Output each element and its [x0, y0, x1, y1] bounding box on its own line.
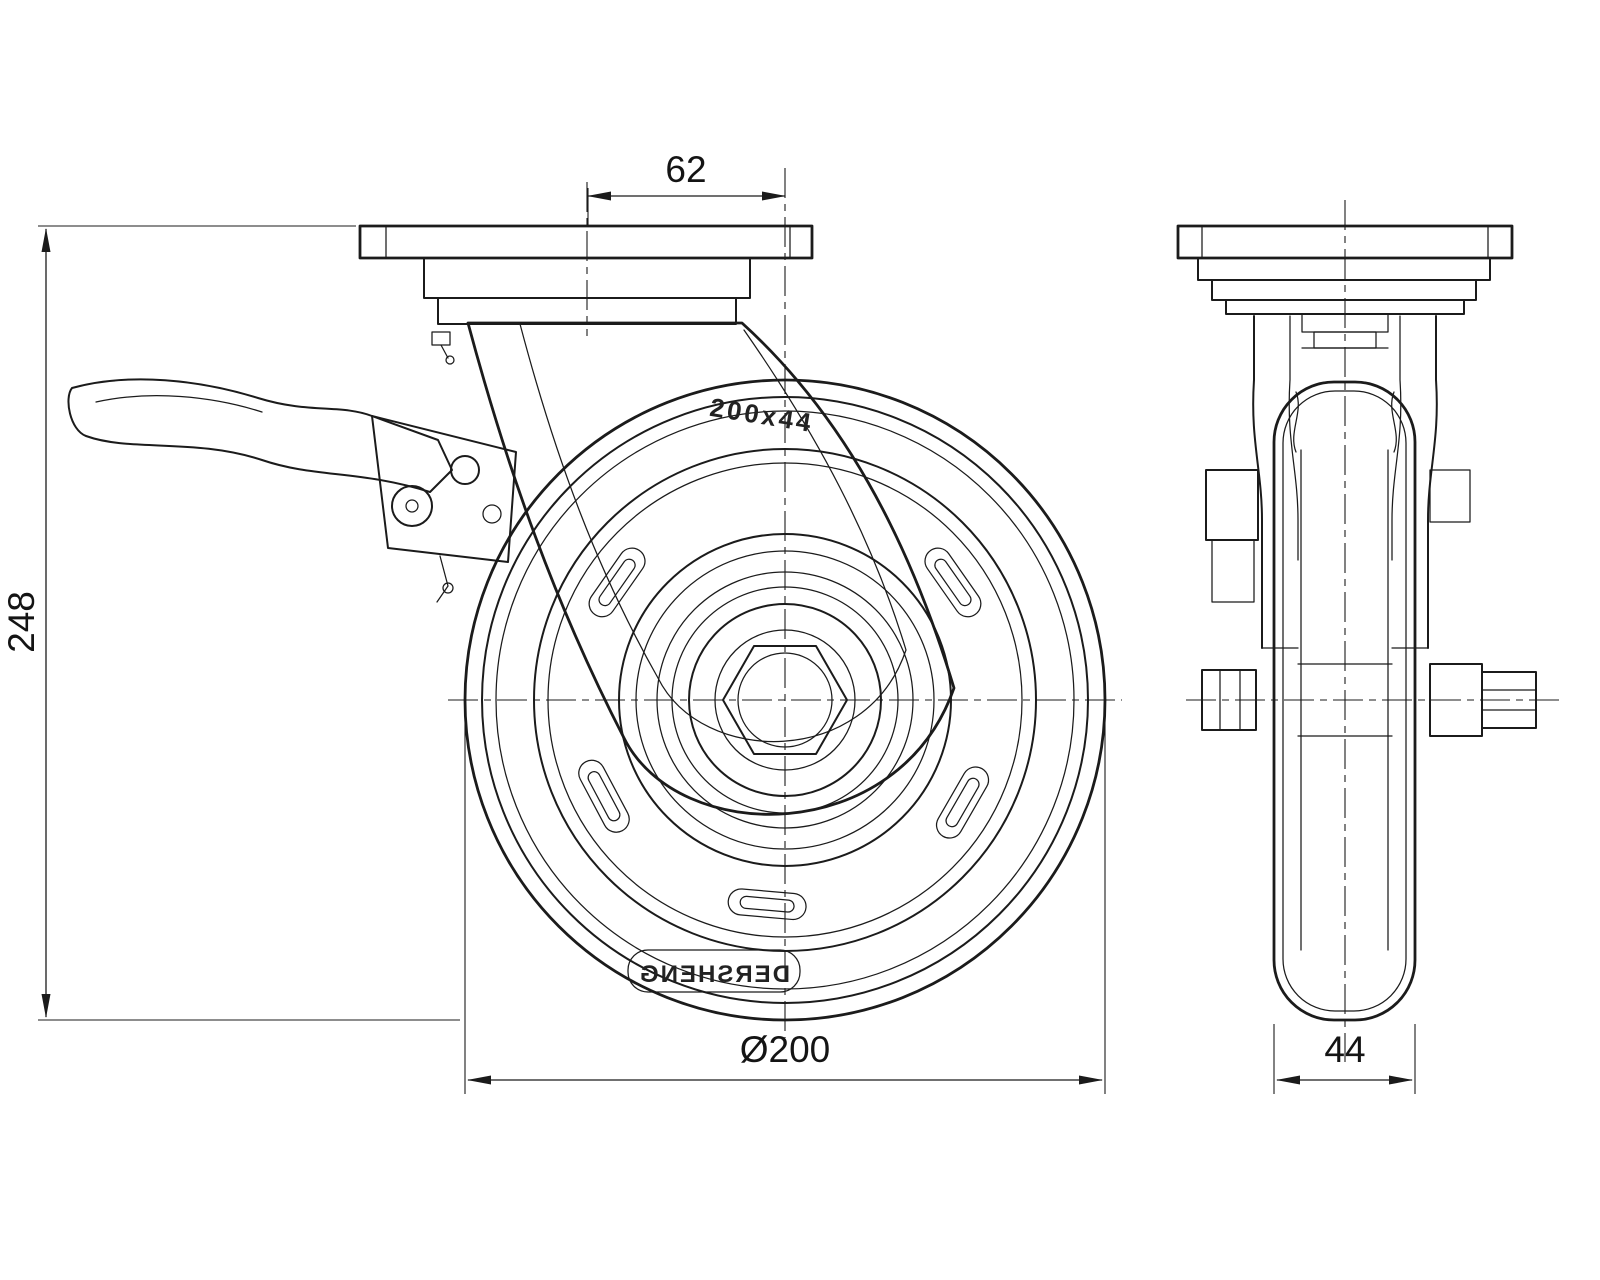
- dimensions: 62 248 Ø200 44: [1, 149, 1416, 1094]
- axle-hex-nut: [714, 629, 856, 771]
- centerlines-side: [1186, 200, 1560, 1062]
- brake-lever: [67, 378, 517, 603]
- tire-size-text: 200x44: [708, 392, 816, 438]
- front-view: 200x44 DERSHENG: [67, 168, 1122, 1038]
- mounting-plate-side: [1176, 224, 1514, 349]
- wheel-front: [463, 378, 1107, 1022]
- side-view: [1176, 200, 1560, 1062]
- dimension-width-label: 44: [1324, 1029, 1365, 1070]
- mounting-plate-front: [358, 224, 814, 365]
- dimension-diameter: Ø200: [464, 708, 1106, 1094]
- brake-bracket: [371, 415, 517, 563]
- grease-fitting: [431, 331, 455, 365]
- fork-legs-side: [1252, 315, 1438, 649]
- dimension-height-label: 248: [1, 591, 42, 653]
- brake-bracket-side: [1205, 469, 1471, 603]
- dimension-offset-label: 62: [665, 149, 706, 190]
- dimension-width: 44: [1273, 1024, 1416, 1094]
- swivel-fork: [466, 321, 956, 816]
- dimension-diameter-label: Ø200: [740, 1029, 831, 1070]
- tire-outer-circle: [463, 378, 1107, 1022]
- axle-bolt: [1201, 663, 1537, 737]
- tire-size-marking: 200x44: [708, 392, 816, 438]
- dimension-height: 248: [1, 225, 460, 1021]
- wheel-side: [1272, 380, 1417, 1022]
- brake-spring: [436, 555, 454, 603]
- rim-slots: [578, 547, 990, 921]
- brand-text: DERSHENG: [638, 961, 790, 988]
- brand-marking: DERSHENG: [627, 949, 801, 993]
- dimension-offset: 62: [587, 149, 786, 226]
